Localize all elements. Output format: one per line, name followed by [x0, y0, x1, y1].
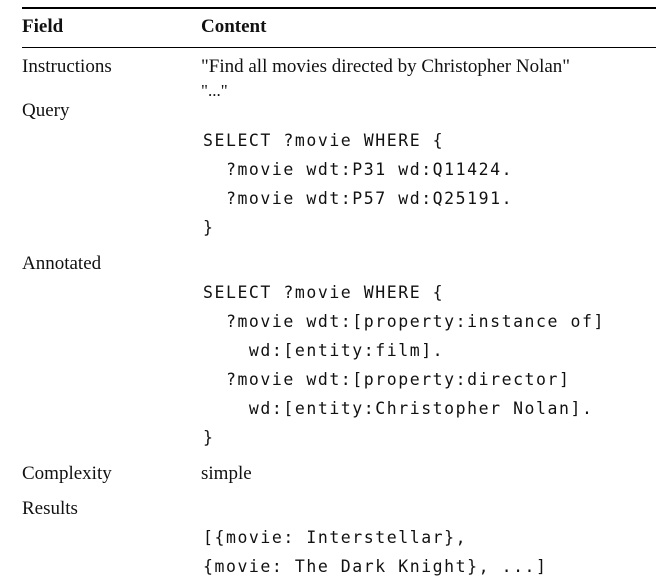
- annotated-code-line: }: [203, 428, 215, 447]
- header-field: Field: [22, 16, 64, 37]
- instructions-line: "Find all movies directed by Christopher…: [201, 56, 571, 77]
- row-label-complexity: Complexity: [22, 463, 112, 484]
- annotated-code-line: wd:[entity:film].: [203, 341, 445, 360]
- row-label-results: Results: [22, 498, 78, 519]
- row-label-annotated: Annotated: [22, 253, 102, 274]
- results-code-line: {movie: The Dark Knight}, ...]: [203, 557, 548, 576]
- complexity-value: simple: [201, 463, 252, 484]
- annotated-code-line: SELECT ?movie WHERE {: [203, 283, 445, 302]
- results-code-line: [{movie: Interstellar},: [203, 528, 468, 547]
- annotated-code-line: wd:[entity:Christopher Nolan].: [203, 399, 594, 418]
- row-label-query: Query: [22, 100, 70, 121]
- annotated-code-line: ?movie wdt:[property:instance of]: [203, 312, 605, 331]
- row-label-instructions: Instructions: [22, 56, 112, 77]
- header-content: Content: [201, 16, 267, 37]
- annotated-code-line: ?movie wdt:[property:director]: [203, 370, 571, 389]
- query-code-line: SELECT ?movie WHERE {: [203, 131, 445, 150]
- query-code-line: }: [203, 218, 215, 237]
- table-header-rule: [22, 47, 656, 48]
- query-code-line: ?movie wdt:P57 wd:Q25191.: [203, 189, 514, 208]
- table-top-rule: [22, 7, 656, 9]
- query-code-line: ?movie wdt:P31 wd:Q11424.: [203, 160, 514, 179]
- instructions-line: "...": [201, 81, 228, 100]
